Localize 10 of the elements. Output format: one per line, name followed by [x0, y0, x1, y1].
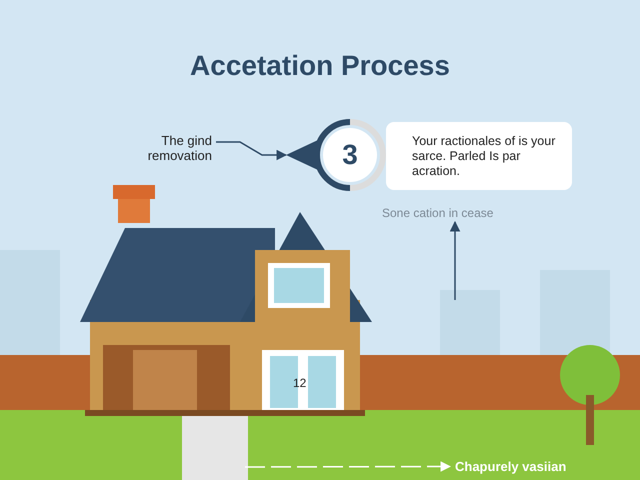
arrow [450, 220, 460, 300]
step-number: 3 [323, 128, 377, 182]
caption-text: Chapurely vasiian [455, 459, 605, 474]
window-number: 12 [293, 376, 306, 390]
title: Accetation Process [189, 50, 451, 82]
arrow [216, 141, 288, 160]
callout-card: Your ractionales of is your sarce. Parled Is par acration. [386, 122, 572, 190]
arrow [245, 461, 452, 472]
step-label: The gind removation [112, 133, 212, 163]
note-text: Sone cation in cease [382, 206, 532, 220]
